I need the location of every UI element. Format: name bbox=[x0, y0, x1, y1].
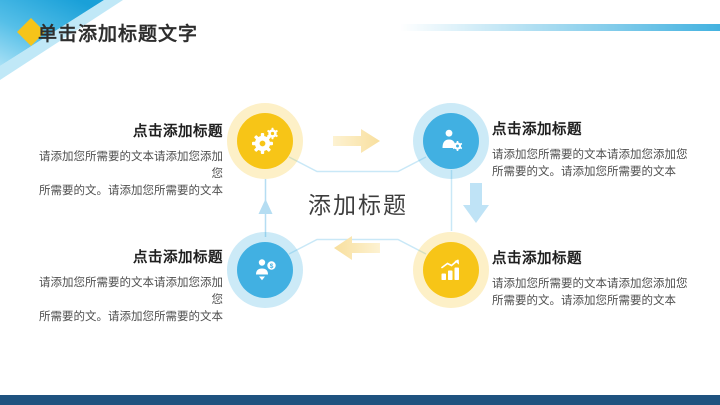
text-block-top-left[interactable]: 点击添加标题 请添加您所需要的文本请添加您添加您 所需要的文。请添加您所需要的文… bbox=[28, 120, 223, 200]
diamond-icon bbox=[17, 18, 45, 46]
text-block-bottom-left[interactable]: 点击添加标题 请添加您所需要的文本请添加您添加您 所需要的文。请添加您所需要的文… bbox=[28, 246, 223, 326]
body-line: 所需要的文。请添加您所需要的文本 bbox=[39, 185, 223, 197]
body-line: 请添加您所需要的文本请添加您添加您 bbox=[492, 149, 688, 161]
body-line: 请添加您所需要的文本请添加您添加您 bbox=[39, 151, 223, 180]
text-block-bottom-right[interactable]: 点击添加标题 请添加您所需要的文本请添加您添加您 所需要的文。请添加您所需要的文… bbox=[492, 247, 692, 310]
body-line: 所需要的文。请添加您所需要的文本 bbox=[39, 311, 223, 323]
person-gear-icon bbox=[442, 129, 463, 152]
connector-top bbox=[288, 156, 427, 173]
header-corner-decoration bbox=[0, 0, 123, 80]
body-line: 请添加您所需要的文本请添加您添加您 bbox=[39, 277, 223, 306]
body-line: 请添加您所需要的文本请添加您添加您 bbox=[492, 278, 688, 290]
block-title[interactable]: 点击添加标题 bbox=[492, 122, 582, 138]
person-coin-icon: $ bbox=[256, 259, 276, 281]
block-title[interactable]: 点击添加标题 bbox=[133, 124, 223, 140]
block-body[interactable]: 请添加您所需要的文本请添加您添加您 所需要的文。请添加您所需要的文本 bbox=[492, 276, 692, 310]
bar-chart-icon bbox=[441, 259, 459, 280]
block-body[interactable]: 请添加您所需要的文本请添加您添加您 所需要的文。请添加您所需要的文本 bbox=[492, 147, 692, 181]
center-title[interactable]: 添加标题 bbox=[308, 192, 408, 218]
header-accent-line bbox=[400, 24, 720, 31]
arrow-right-icon bbox=[333, 129, 380, 153]
slide-title[interactable]: 单击添加标题文字 bbox=[38, 24, 199, 45]
arrow-left-icon bbox=[334, 236, 380, 260]
gear-icon bbox=[252, 127, 278, 154]
block-body[interactable]: 请添加您所需要的文本请添加您添加您 所需要的文。请添加您所需要的文本 bbox=[28, 149, 223, 200]
arrow-down-icon bbox=[463, 183, 489, 223]
blue-stripe-shape bbox=[0, 0, 123, 80]
arrow-up-icon bbox=[258, 199, 273, 214]
footer-accent-bar bbox=[0, 395, 720, 405]
node-bar-chart[interactable] bbox=[423, 242, 479, 298]
body-line: 所需要的文。请添加您所需要的文本 bbox=[492, 166, 676, 178]
node-person-coin[interactable]: $ bbox=[237, 242, 293, 298]
text-block-top-right[interactable]: 点击添加标题 请添加您所需要的文本请添加您添加您 所需要的文。请添加您所需要的文… bbox=[492, 118, 692, 181]
body-line: 所需要的文。请添加您所需要的文本 bbox=[492, 295, 676, 307]
node-person-gear[interactable] bbox=[423, 113, 479, 169]
block-title[interactable]: 点击添加标题 bbox=[492, 251, 582, 267]
coin-symbol: $ bbox=[270, 263, 274, 270]
connector-bottom bbox=[288, 238, 427, 255]
node-gear[interactable] bbox=[237, 113, 293, 169]
block-title[interactable]: 点击添加标题 bbox=[133, 250, 223, 266]
block-body[interactable]: 请添加您所需要的文本请添加您添加您 所需要的文。请添加您所需要的文本 bbox=[28, 275, 223, 326]
